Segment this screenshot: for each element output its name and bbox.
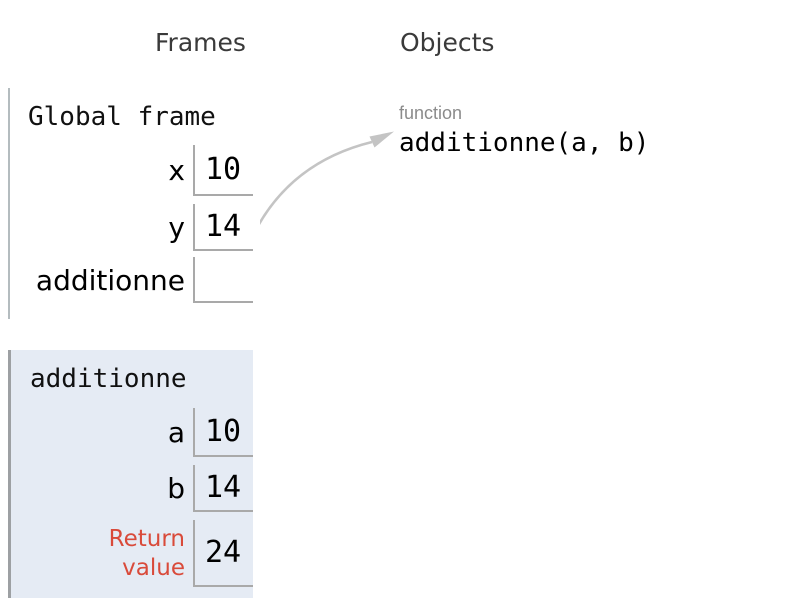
return-value-label: Return value [108,525,185,581]
function-object: function additionne(a, b) [399,103,649,158]
variable-value-cell: 10 [193,408,253,457]
variable-value-cell [193,257,253,303]
variable-name: a [167,416,185,449]
variable-row-b: b 14 [11,465,253,512]
pointer-arrowhead-icon [369,131,394,148]
variable-name: y [168,211,185,244]
variable-value-cell: 14 [193,465,253,512]
variable-name: b [167,472,185,505]
variable-value-cell: 14 [193,204,253,251]
variable-row-a: a 10 [11,408,253,457]
global-frame-title: Global frame [28,102,216,132]
return-value-row: Return value 24 [11,520,253,587]
objects-column-header: Objects [400,28,495,57]
variable-row-x: x 10 [10,145,260,196]
variable-row-additionne: additionne [10,257,260,303]
global-frame: Global frame x 10 y 14 additionne [8,88,260,319]
variable-row-y: y 14 [10,204,260,251]
return-value-cell: 24 [193,520,253,587]
variable-name: additionne [35,263,185,297]
object-repr: additionne(a, b) [399,128,650,158]
variable-value-cell: 10 [193,145,253,196]
function-frame-additionne: additionne a 10 b 14 Return value 24 [8,350,253,598]
function-frame-title: additionne [30,364,187,394]
object-type-label: function [399,103,463,123]
frames-column-header: Frames [155,28,246,57]
variable-name: x [168,154,185,187]
